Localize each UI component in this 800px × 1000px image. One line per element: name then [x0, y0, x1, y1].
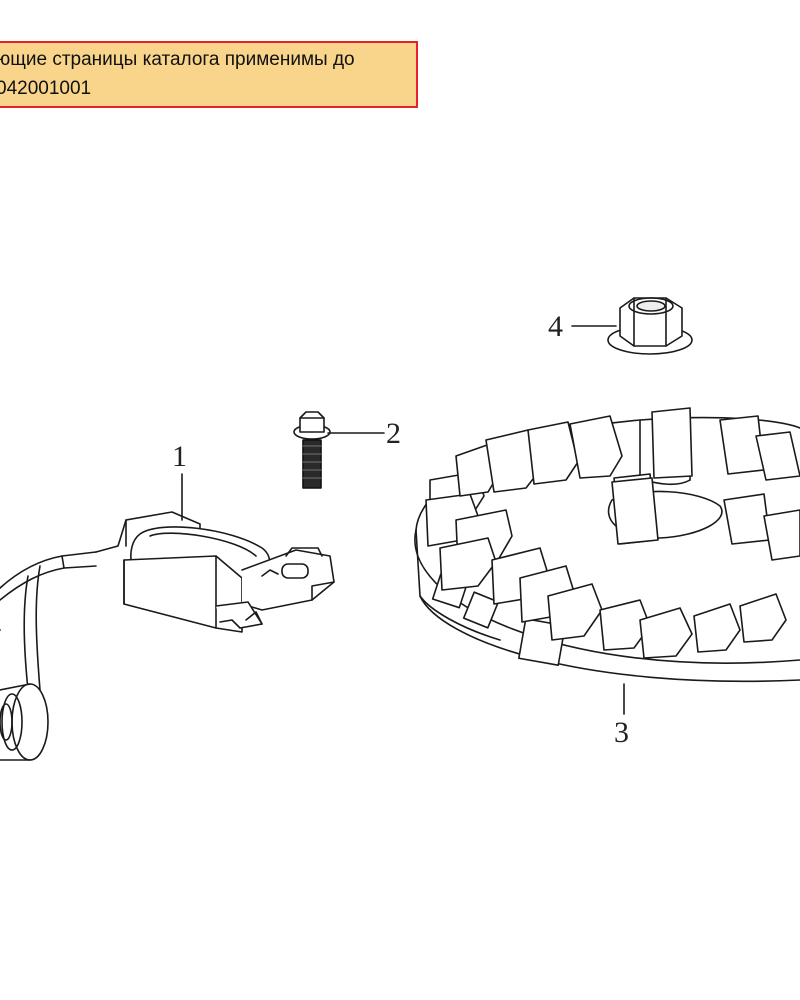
flange-nut-drawing[interactable]	[571, 297, 693, 355]
notice-line-1: ющие страницы каталога применимы до	[0, 49, 355, 70]
callout-2: 2	[386, 417, 401, 450]
ignition-coil-drawing[interactable]	[0, 473, 335, 761]
callout-1: 1	[172, 440, 187, 473]
bolt-drawing[interactable]	[293, 411, 385, 489]
notice-line-2: 042001001	[0, 78, 92, 99]
catalog-notice-banner: ющие страницы каталога применимы до 0420…	[0, 41, 418, 108]
callout-3: 3	[614, 716, 629, 749]
flywheel-drawing[interactable]	[414, 407, 800, 715]
callout-4: 4	[548, 310, 563, 343]
